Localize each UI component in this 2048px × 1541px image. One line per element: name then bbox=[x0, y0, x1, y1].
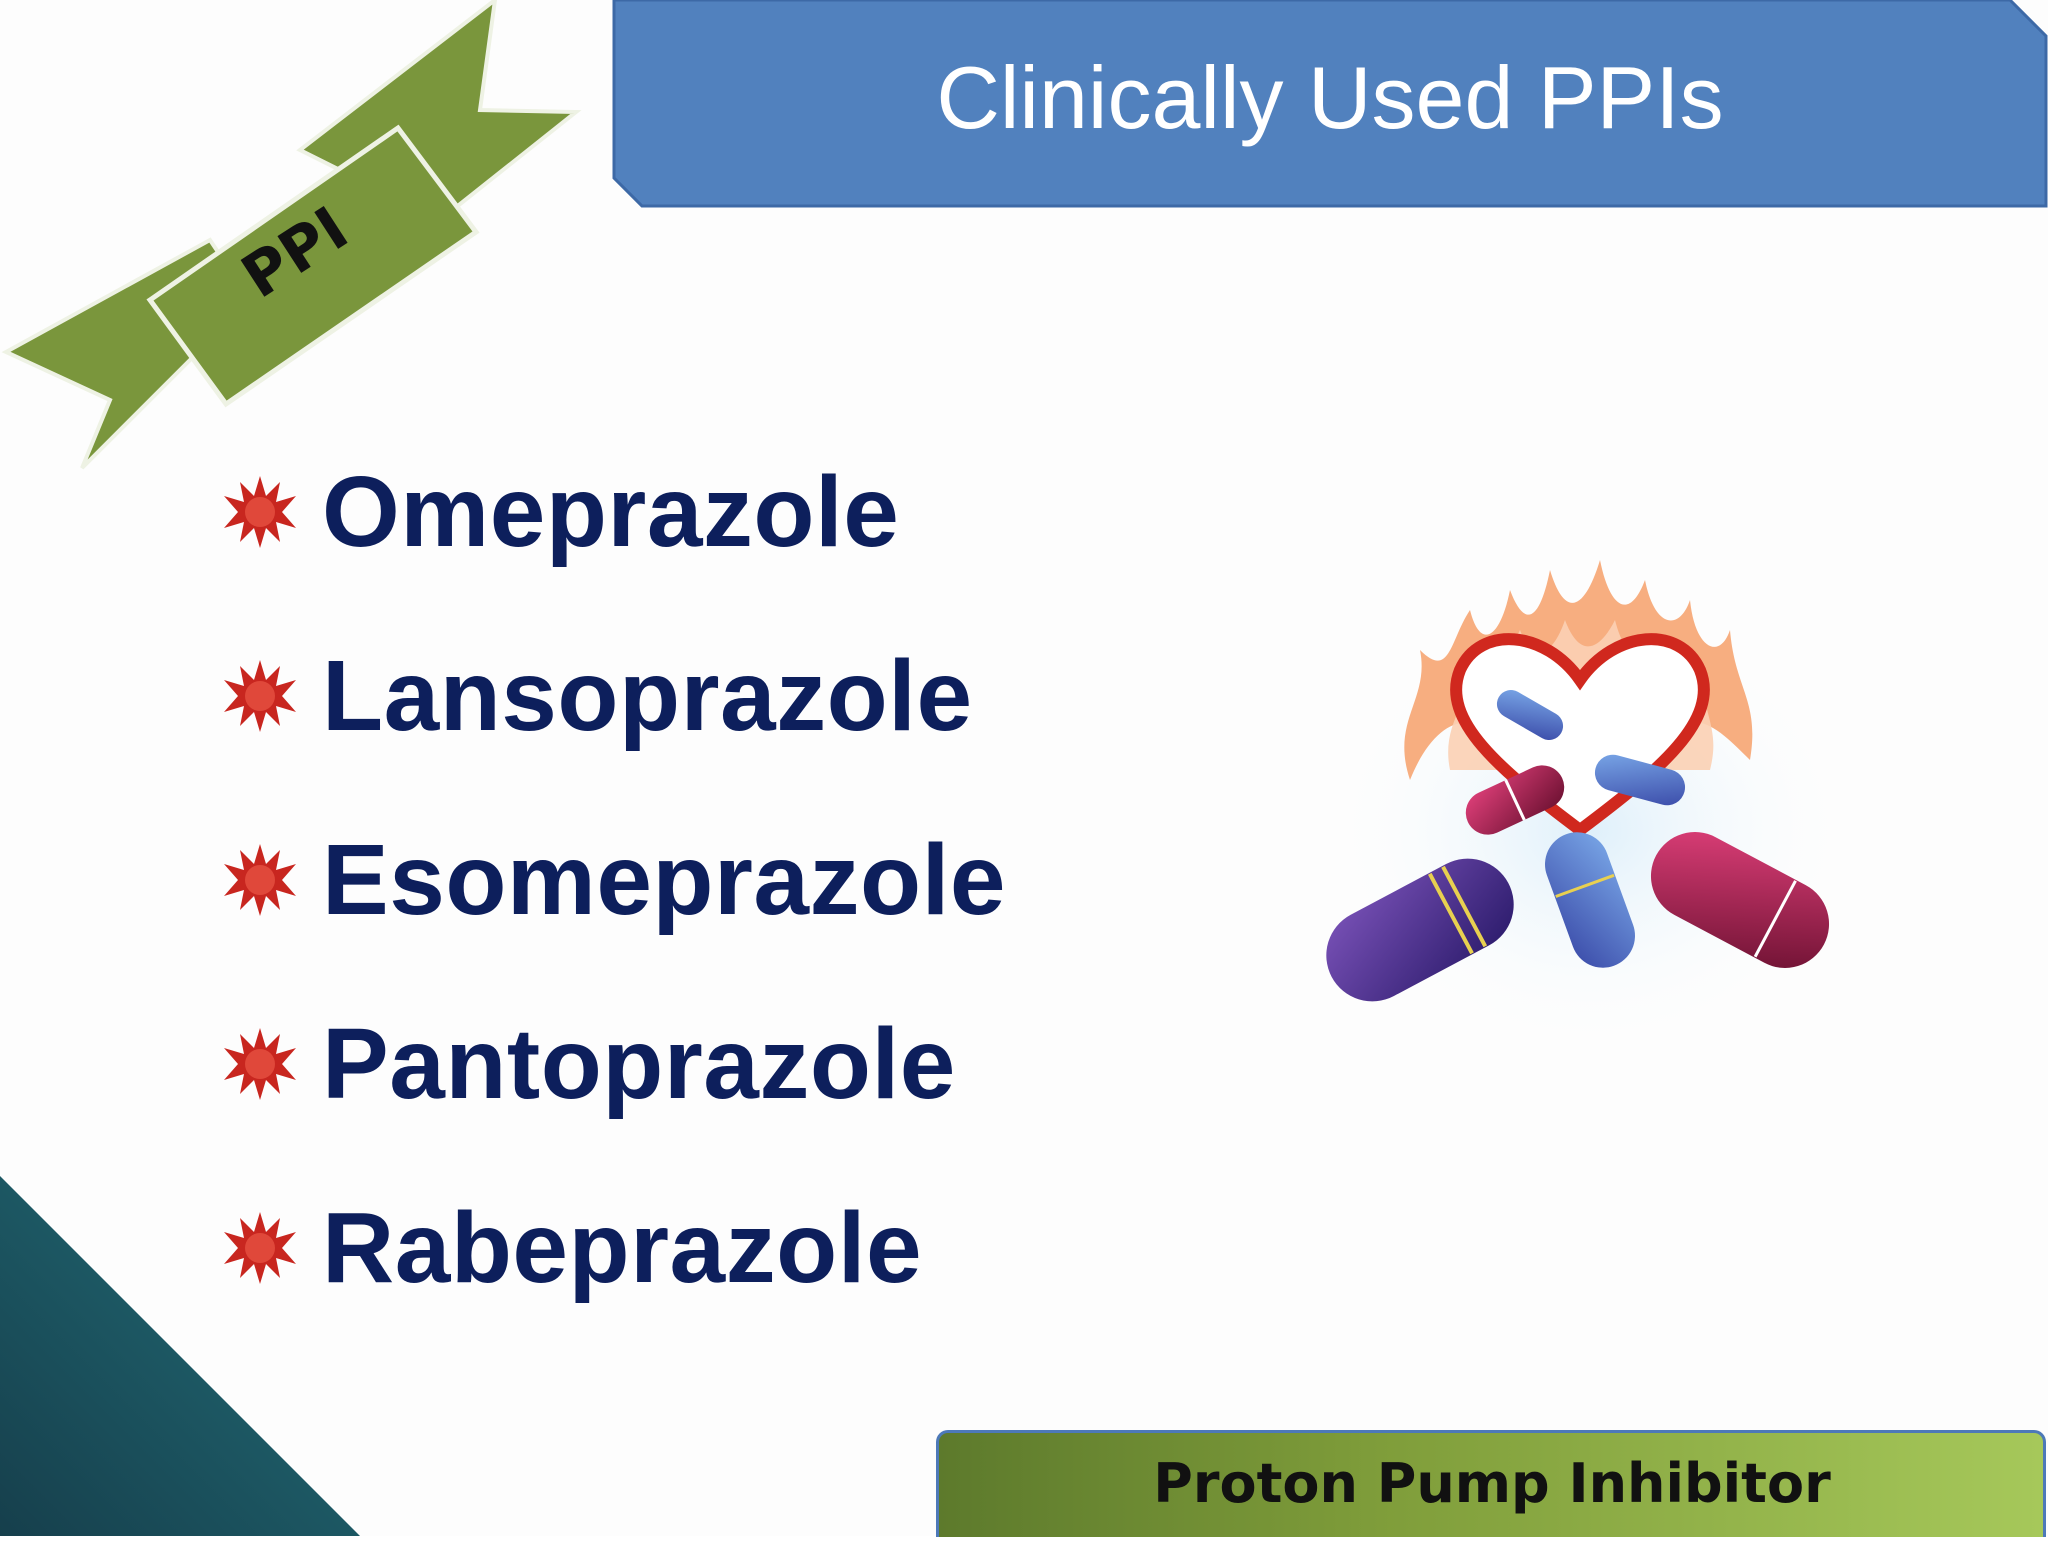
list-item: Esomeprazole bbox=[222, 788, 1006, 972]
list-item: Rabeprazole bbox=[222, 1156, 1006, 1340]
red-starburst-icon bbox=[222, 658, 298, 734]
drug-name-rabeprazole: Rabeprazole bbox=[322, 1191, 923, 1304]
slide-title: Clinically Used PPIs bbox=[936, 48, 1724, 147]
footer-box bbox=[936, 1430, 2046, 1537]
drug-name-omeprazole: Omeprazole bbox=[322, 455, 900, 568]
ppi-ribbon: PPI bbox=[0, 0, 600, 480]
drug-name-lansoprazole: Lansoprazole bbox=[322, 639, 973, 752]
title-banner: Clinically Used PPIs bbox=[612, 0, 2048, 208]
red-starburst-icon bbox=[222, 842, 298, 918]
drug-name-esomeprazole: Esomeprazole bbox=[322, 823, 1007, 936]
corner-decoration bbox=[0, 1176, 360, 1541]
footer-text: Proton Pump Inhibitor bbox=[1153, 1452, 1831, 1515]
list-item: Omeprazole bbox=[222, 420, 1006, 604]
drug-name-pantoprazole: Pantoprazole bbox=[322, 1007, 956, 1120]
red-starburst-icon bbox=[222, 1210, 298, 1286]
list-item: Pantoprazole bbox=[222, 972, 1006, 1156]
footer-banner: Proton Pump Inhibitor bbox=[936, 1430, 2048, 1537]
red-starburst-icon bbox=[222, 474, 298, 550]
drug-list: Omeprazole Lansoprazole Esomeprazole bbox=[222, 420, 1006, 1340]
red-starburst-icon bbox=[222, 1026, 298, 1102]
list-item: Lansoprazole bbox=[222, 604, 1006, 788]
heart-with-capsules-icon bbox=[1300, 530, 1860, 1090]
